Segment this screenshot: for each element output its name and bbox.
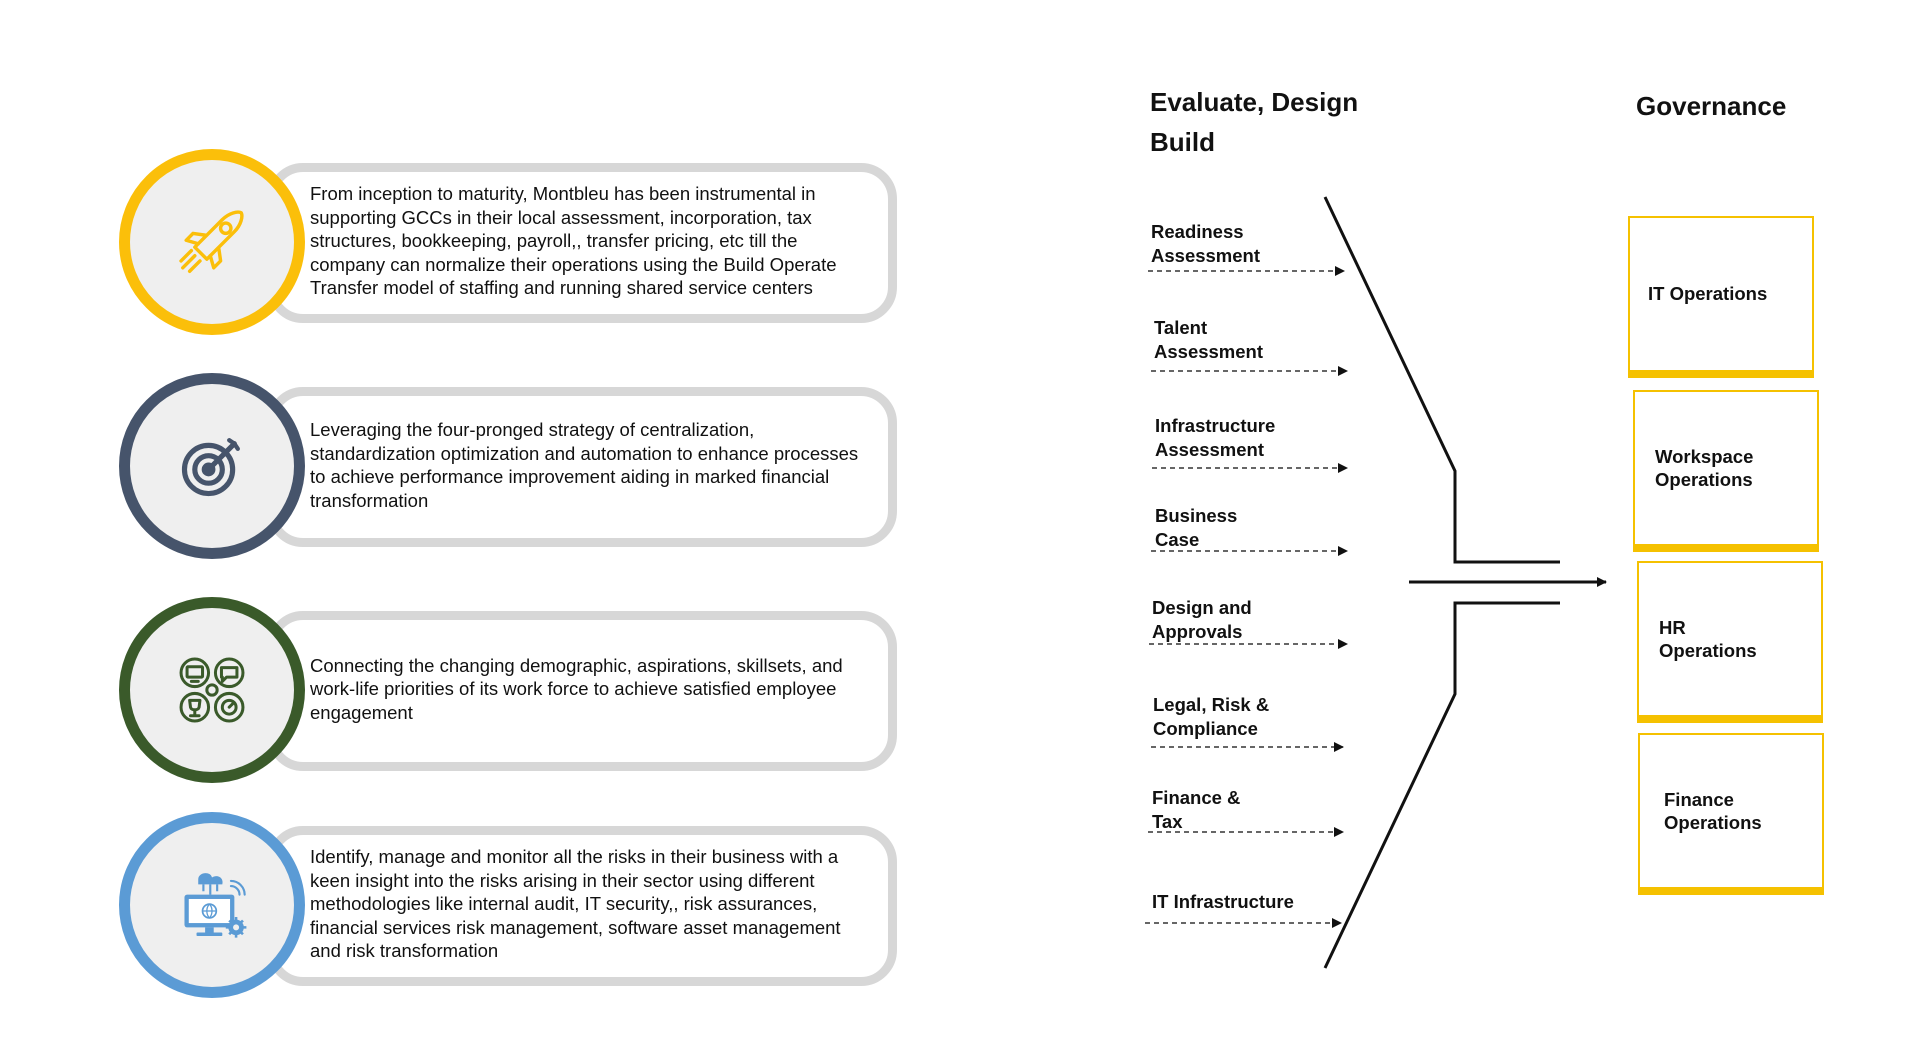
icon-circle [119, 812, 305, 998]
step-label-line: Assessment [1155, 438, 1265, 460]
governance-label-line: HR [1659, 616, 1686, 638]
governance-label-line: Workspace [1655, 445, 1754, 467]
governance-box-workspace-operations: Workspace Operations [1633, 390, 1819, 552]
card-text: Connecting the changing demographic, asp… [310, 654, 843, 723]
evaluate-design-build-heading: Evaluate, Design Build [1150, 82, 1358, 162]
step-label-line: Design and [1152, 597, 1252, 618]
step-label-finance-tax: Finance & Tax [1152, 786, 1240, 833]
card-text: From inception to maturity, Montbleu has… [310, 183, 837, 299]
governance-box-it-operations: IT Operations [1628, 216, 1814, 378]
icon-circle [119, 373, 305, 559]
target-icon [181, 438, 240, 497]
card-pill [267, 826, 897, 986]
governance-box-finance-operations: Finance Operations [1638, 733, 1824, 895]
heading-line: Build [1150, 127, 1215, 157]
engagement-icon [179, 657, 245, 723]
rocket-icon [179, 210, 244, 273]
card-pill [267, 163, 897, 323]
card-employee-engagement: Connecting the changing demographic, asp… [119, 597, 1019, 783]
governance-label-line: Operations [1655, 469, 1753, 490]
governance-label-line: Operations [1659, 640, 1757, 661]
step-label-line: Infrastructure [1155, 415, 1276, 436]
funnel-top-line [1323, 196, 1560, 564]
step-label-line: Talent [1154, 317, 1208, 338]
funnel-bottom-line [1323, 601, 1560, 969]
card-process-transformation: Leveraging the four-pronged strategy of … [119, 373, 1019, 559]
step-label-it-infrastructure: IT Infrastructure [1152, 890, 1294, 914]
heading-line: Evaluate, Design [1150, 87, 1359, 117]
icon-circle [119, 597, 305, 783]
step-label-line: Finance & [1152, 787, 1241, 808]
step-label-line: Approvals [1152, 620, 1243, 642]
step-label-line: Case [1155, 528, 1200, 550]
step-label-readiness: Readiness Assessment [1151, 220, 1260, 267]
step-label-line: Readiness [1151, 221, 1244, 242]
step-label-talent: Talent Assessment [1154, 316, 1263, 363]
step-label-line: IT Infrastructure [1152, 891, 1294, 912]
governance-heading: Governance [1636, 91, 1787, 121]
card-risk-management: Identify, manage and monitor all the ris… [119, 812, 1019, 998]
card-pill [267, 387, 897, 547]
step-label-line: Legal, Risk & [1153, 694, 1270, 715]
step-label-line: Tax [1152, 810, 1183, 832]
card-pill [267, 611, 897, 771]
governance-box-hr-operations: HR Operations [1637, 561, 1823, 723]
governance-label-line: Operations [1664, 812, 1762, 833]
step-label-infrastructure: Infrastructure Assessment [1155, 414, 1275, 461]
card-text: Leveraging the four-pronged strategy of … [310, 419, 859, 511]
risk-monitor-icon [184, 873, 247, 938]
icon-circle [119, 149, 305, 335]
governance-label-line: Finance [1664, 788, 1734, 810]
step-label-line: Compliance [1153, 717, 1258, 739]
card-text: Identify, manage and monitor all the ris… [310, 846, 841, 962]
step-label-line: Business [1155, 505, 1238, 526]
step-label-business-case: Business Case [1155, 504, 1237, 551]
step-label-line: Assessment [1154, 340, 1264, 362]
step-label-line: Assessment [1151, 244, 1261, 266]
governance-label-line: IT Operations [1648, 283, 1768, 305]
card-build-operate-transfer: From inception to maturity, Montbleu has… [119, 149, 1019, 335]
step-label-design-approvals: Design and Approvals [1152, 596, 1252, 643]
step-label-legal-risk: Legal, Risk & Compliance [1153, 693, 1269, 740]
